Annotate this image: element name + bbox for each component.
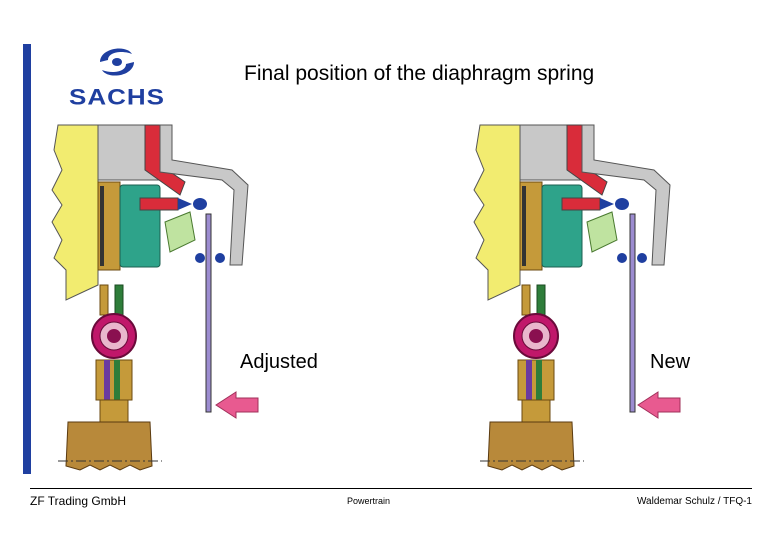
flywheel-housing [473,124,521,301]
logo-wordmark: SACHS [68,84,165,110]
release-bearing [541,184,583,268]
rod-tip [600,198,614,210]
sachs-logo-icon [100,48,134,76]
pivot-pin [193,198,207,210]
page-title: Final position of the diaphragm spring [244,62,595,85]
footer-divider [30,488,752,489]
shaft-upright [536,284,546,316]
rod-tip [178,198,192,210]
seal-core [107,329,121,343]
flywheel-housing [51,124,99,301]
friction-divider [100,186,104,266]
diaphragm-spring [205,213,212,413]
force-arrow [637,391,681,419]
shaft-collar [521,399,551,423]
shaft-spline [526,360,532,400]
rivet [195,253,205,263]
clutch-cover-lip [159,124,249,266]
footer-author: Waldemar Schulz / TFQ-1 [636,496,752,507]
spring-bracket [164,211,196,253]
clutch-assembly-adjusted [51,124,259,471]
shaft-upright [99,284,109,316]
seal-core [529,329,543,343]
diagram-label-adjusted: Adjusted [240,351,318,373]
footer-company: ZF Trading GmbH [30,494,127,508]
clutch-cover-lip [581,124,671,266]
rivet [215,253,225,263]
shaft-spline [114,360,120,400]
sachs-logo: SACHS [52,40,182,112]
diaphragm-spring [629,213,636,413]
footer-department: Powertrain [347,496,391,506]
shaft-upright [521,284,531,316]
shaft-spline [536,360,542,400]
gearbox-housing [487,421,575,471]
accent-bar [23,44,31,474]
pivot-pin [615,198,629,210]
release-rod [561,197,601,211]
rivet [637,253,647,263]
rivet [617,253,627,263]
friction-divider [522,186,526,266]
clutch-assembly-new [473,124,681,471]
shaft-spline [104,360,110,400]
diagram-label-new: New [650,351,691,373]
force-arrow [215,391,259,419]
gearbox-housing [65,421,153,471]
spring-bracket [586,211,618,253]
